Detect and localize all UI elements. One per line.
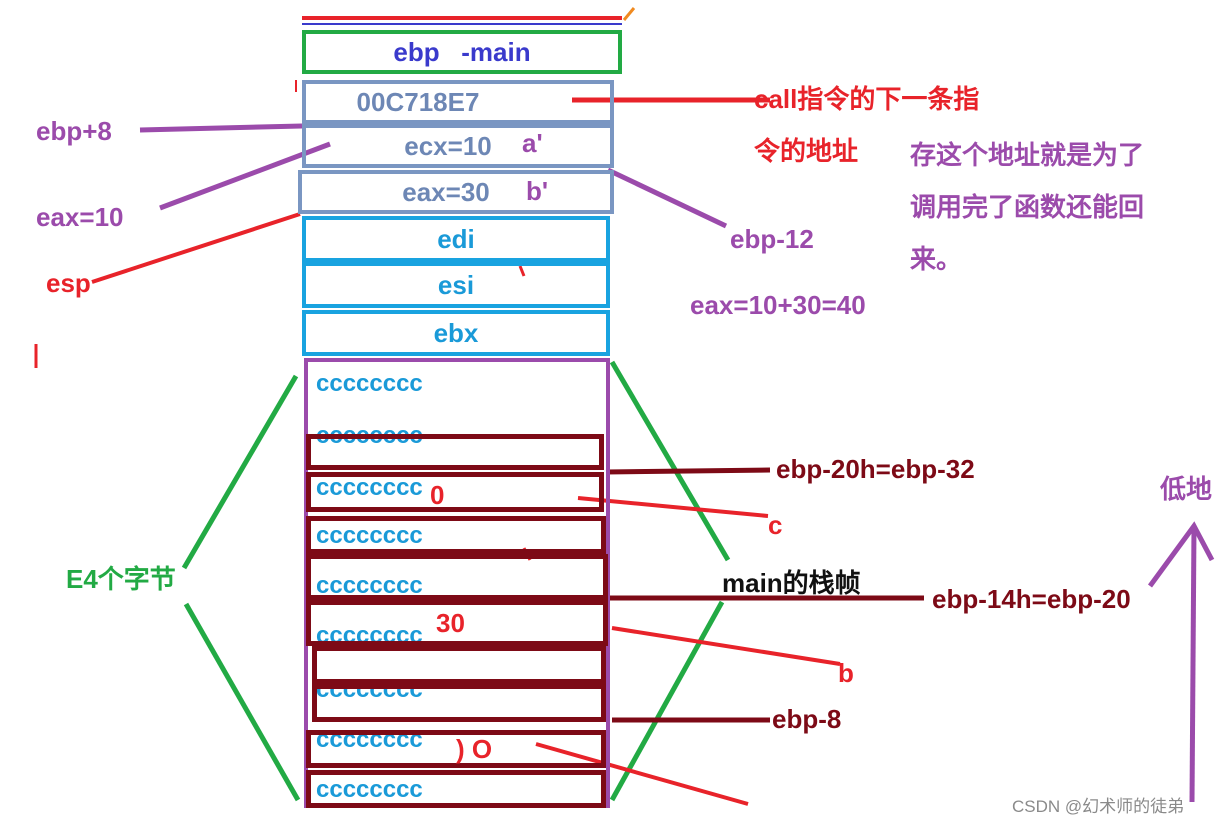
- cell-ebx-text: ebx: [433, 318, 479, 348]
- cell-eax: eax=30: [298, 170, 614, 214]
- ebp-14h-label: ebp-14h=ebp-20: [932, 584, 1131, 614]
- ebp-plus-8-line: [139, 123, 303, 133]
- cell-ecx: ecx=10: [302, 124, 614, 168]
- call-next-label-line1: call指令的下一条指: [754, 84, 980, 114]
- ebp-plus-8-label: ebp+8: [36, 116, 112, 146]
- ebp-minus-12-label: ebp-12: [730, 224, 814, 254]
- cell-esi: esi: [302, 262, 610, 308]
- var-box: [306, 554, 608, 600]
- fill-row: cccccccc: [316, 572, 423, 599]
- right-bracket-top: [609, 360, 731, 562]
- eax-10-line: [159, 141, 331, 211]
- fill-row: cccccccc: [316, 370, 423, 397]
- cell-edi-text: edi: [437, 224, 475, 254]
- fill-row: cccccccc: [316, 776, 423, 803]
- cell-ebp-main-text: ebp -main: [393, 37, 531, 67]
- var-box: [306, 516, 606, 554]
- var-box: [306, 770, 606, 808]
- b-prime-mark: b': [526, 176, 549, 206]
- fill-row: cccccccc: [316, 522, 423, 549]
- zero-value: 0: [430, 480, 445, 510]
- var-box: [312, 684, 606, 722]
- eax-sum-label: eax=10+30=40: [690, 290, 866, 320]
- c-label: c: [768, 510, 783, 540]
- esp-line: [91, 212, 301, 284]
- explain-label-line3: 来。: [910, 244, 963, 274]
- cell-edi: edi: [302, 216, 610, 262]
- ebp-minus-8-label: ebp-8: [772, 704, 842, 734]
- thirty-value: 30: [436, 608, 465, 638]
- explain-label-line1: 存这个地址就是为了: [910, 140, 1145, 170]
- explain-label-line2: 调用完了函数还能回: [910, 192, 1145, 222]
- low-address-shaft: [1189, 525, 1197, 803]
- cell-ecx-text: ecx=10: [404, 131, 492, 161]
- cell-ebp-main: ebp -main: [302, 30, 622, 74]
- low-address-label: 低地: [1160, 474, 1213, 504]
- low-address-arrow: [1147, 521, 1215, 588]
- b-line: [611, 626, 841, 666]
- ebp-20h-label: ebp-20h=ebp-32: [776, 454, 975, 484]
- watermark: CSDN @幻术师的徒弟: [1012, 797, 1185, 816]
- e4-bytes-label: E4个字节: [66, 564, 176, 594]
- main-frame-label: main的栈帧: [722, 568, 861, 598]
- esp-label: esp: [46, 268, 91, 298]
- right-bracket-bottom: [609, 600, 725, 802]
- a-prime-mark: a': [522, 128, 543, 158]
- scribble-mark: ) O: [456, 734, 493, 764]
- b-label: b: [838, 658, 854, 688]
- var-box: [312, 646, 606, 684]
- var-box: [306, 600, 608, 646]
- var-box: [306, 472, 604, 512]
- bottom-red-line: [535, 742, 749, 806]
- cell-return-address-text: 00C718E7: [356, 87, 480, 117]
- cell-ebx: ebx: [302, 310, 610, 356]
- left-bracket-bottom: [183, 602, 301, 802]
- top-orange-tick: [622, 7, 636, 21]
- cell-esi-text: esi: [437, 270, 475, 300]
- left-bracket-top: [181, 374, 299, 570]
- var-box: [306, 434, 604, 470]
- var-box: [306, 730, 606, 768]
- ebp-minus-12-line: [606, 167, 728, 229]
- eax-10-label: eax=10: [36, 202, 124, 232]
- ebp-20h-line: [605, 467, 771, 475]
- cell-eax-text: eax=30: [402, 177, 490, 207]
- call-next-label-line2: 令的地址: [754, 136, 859, 166]
- cell-return-address: 00C718E7: [302, 80, 614, 124]
- fill-row: cccccccc: [316, 474, 423, 501]
- stray-mark-2: [518, 265, 526, 277]
